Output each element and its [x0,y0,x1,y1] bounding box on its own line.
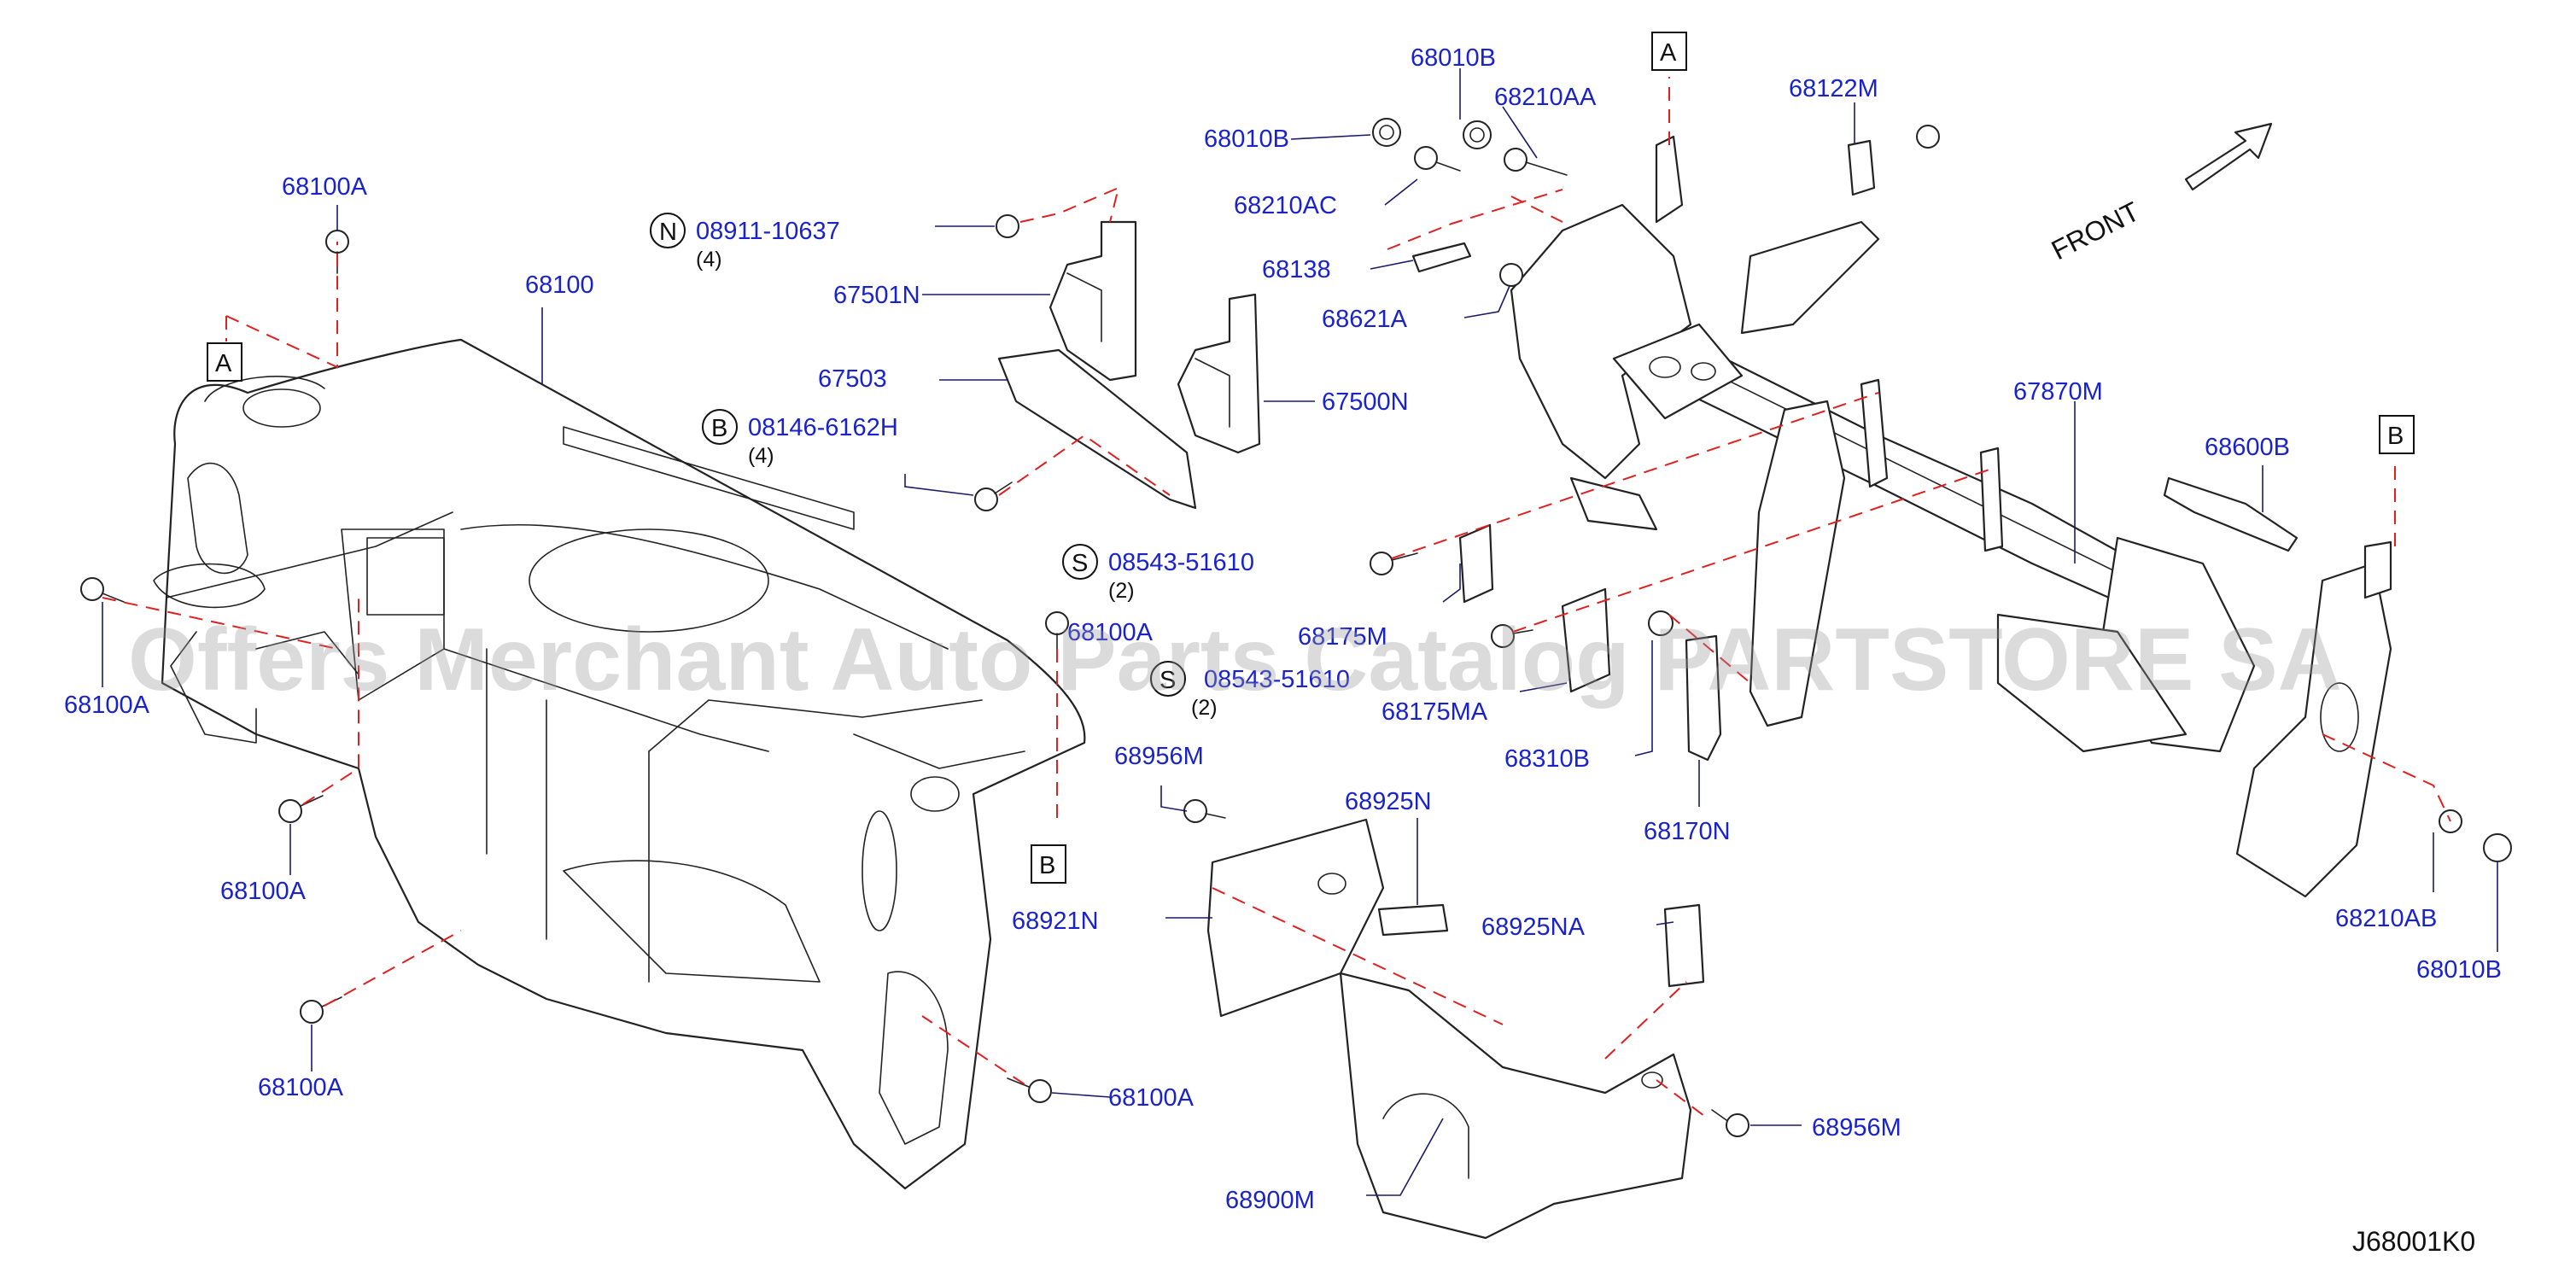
label-68100a-left: 68100A [64,692,150,719]
label-68956m-a: 68956M [1114,743,1204,770]
screw-68100a-mid-icon [278,795,324,823]
bracket-67500n-drawing [1177,293,1261,454]
ref-box-b-right: B [2379,415,2415,454]
clip-68956m-a-icon [1183,799,1226,823]
label-68921n: 68921N [1012,908,1099,935]
label-68956m-b: 68956M [1812,1114,1901,1141]
washer-68010b-a-icon [1372,118,1401,147]
label-68100a-center: 68100A [1067,619,1154,646]
bracket-68138-drawing [1411,242,1472,273]
label-68900m: 68900M [1225,1187,1315,1214]
fastener-b-part: 08146-6162H [748,414,898,441]
diagram-id: J68001K0 [2352,1226,2475,1257]
bracket-67501n-drawing [1049,220,1137,382]
fastener-n-symbol: N [659,219,677,246]
label-68100: 68100 [525,272,594,299]
label-68100a-top: 68100A [282,173,368,201]
fastener-s2-symbol-icon [1150,661,1186,697]
label-68100a-mid: 68100A [220,878,307,905]
nut-68310b-icon [1648,610,1674,636]
leader-lines [102,68,2498,1196]
fastener-n-part: 08911-10637 [696,218,840,245]
label-68310b: 68310B [1504,745,1590,773]
bolt-08146-icon [974,482,1013,511]
label-68621a: 68621A [1322,306,1408,333]
bolt-68621a-icon [1499,263,1523,287]
ref-box-b-center: B [1031,844,1066,884]
svg-text:A: A [1660,39,1677,67]
instrument-panel-drawing [153,338,1086,1190]
clip-68956m-b-icon [1711,1109,1749,1137]
bolt-68210ac-icon [1414,146,1461,172]
fastener-s1-symbol: S [1072,550,1088,577]
fastener-s1-part: 08543-51610 [1108,549,1254,576]
label-67501n: 67501N [833,282,920,309]
cover-68900m-drawing [1339,972,1692,1240]
bracket-68925na-drawing [1663,903,1705,988]
cover-68921n-drawing [1206,818,1385,1018]
bracket-68175m-drawing [1458,523,1494,604]
label-68925na: 68925NA [1481,914,1586,941]
label-67503: 67503 [818,365,887,393]
bracket-68122m-drawing [1847,139,1876,196]
bolt-68122m-icon [1916,125,1940,149]
label-68100a-bot: 68100A [258,1074,344,1101]
label-68175m: 68175M [1298,623,1387,651]
fastener-s1-symbol-icon [1062,544,1098,580]
label-68010b-a: 68010B [1411,44,1496,72]
label-68175ma: 68175MA [1381,698,1488,726]
label-68210ab: 68210AB [2335,905,2437,932]
label-68210ac: 68210AC [1234,192,1337,219]
front-arrow-icon [2184,122,2273,191]
bracket-68175ma-drawing [1561,587,1611,693]
bracket-68925n-drawing [1377,903,1449,937]
svg-text:B: B [2387,423,2404,450]
steering-member-drawing [1510,135,2392,898]
fastener-n-symbol-icon [650,213,686,248]
label-68010b-b: 68010B [1204,126,1289,153]
svg-text:A: A [215,350,232,377]
bracket-68600b-drawing [2163,476,2299,552]
svg-text:B: B [1039,852,1055,879]
ref-box-a-top: A [1651,32,1687,71]
label-68170n: 68170N [1644,818,1731,845]
labels: 68100 68100A 68100A 68100A 68100A 68100A… [64,44,2502,1257]
fastener-s1-qty: (2) [1108,579,1135,603]
ref-box-a-left: A [207,342,242,382]
fastener-b-symbol-icon [702,409,738,445]
watermark: Offers Merchant Auto Parts Catalog PARTS… [128,610,2342,709]
screw-68100a-right-icon [1007,1077,1052,1103]
assembly-dashed-lines [102,77,2451,1119]
fastener-n-qty: (4) [696,248,722,272]
fastener-drawings [80,118,2512,1137]
nut-08911-icon [996,214,1019,238]
screw-68100a-bot-icon [300,996,342,1024]
fastener-b-qty: (4) [748,444,774,468]
screw-68100a-center-icon [1045,611,1069,650]
washer-68010b-c-icon [2483,833,2512,862]
plate-67503-drawing [997,348,1197,510]
fastener-s2-qty: (2) [1191,696,1218,720]
label-67870m: 67870M [2013,378,2103,406]
front-label: FRONT [2047,196,2145,266]
screw-08543-b-icon [1491,624,1533,648]
label-68210aa: 68210AA [1494,84,1597,111]
washer-68010b-b-icon [1463,120,1492,149]
fastener-s2-part: 08543-51610 [1204,666,1350,693]
label-68122m: 68122M [1789,75,1878,102]
label-68100a-right: 68100A [1108,1084,1195,1112]
label-68600b: 68600B [2205,434,2290,461]
screw-68100a-left-icon [80,577,125,603]
bracket-68170n-drawing [1685,634,1722,762]
label-68010b-c: 68010B [2416,956,2502,984]
fastener-s2-symbol: S [1159,667,1176,694]
screw-08543-icon [1370,552,1418,575]
label-68138: 68138 [1262,256,1331,283]
label-68925n: 68925N [1345,788,1432,815]
label-67500n: 67500N [1322,388,1409,416]
fastener-b-symbol: B [711,415,727,442]
bolt-68210aa-icon [1504,148,1568,176]
